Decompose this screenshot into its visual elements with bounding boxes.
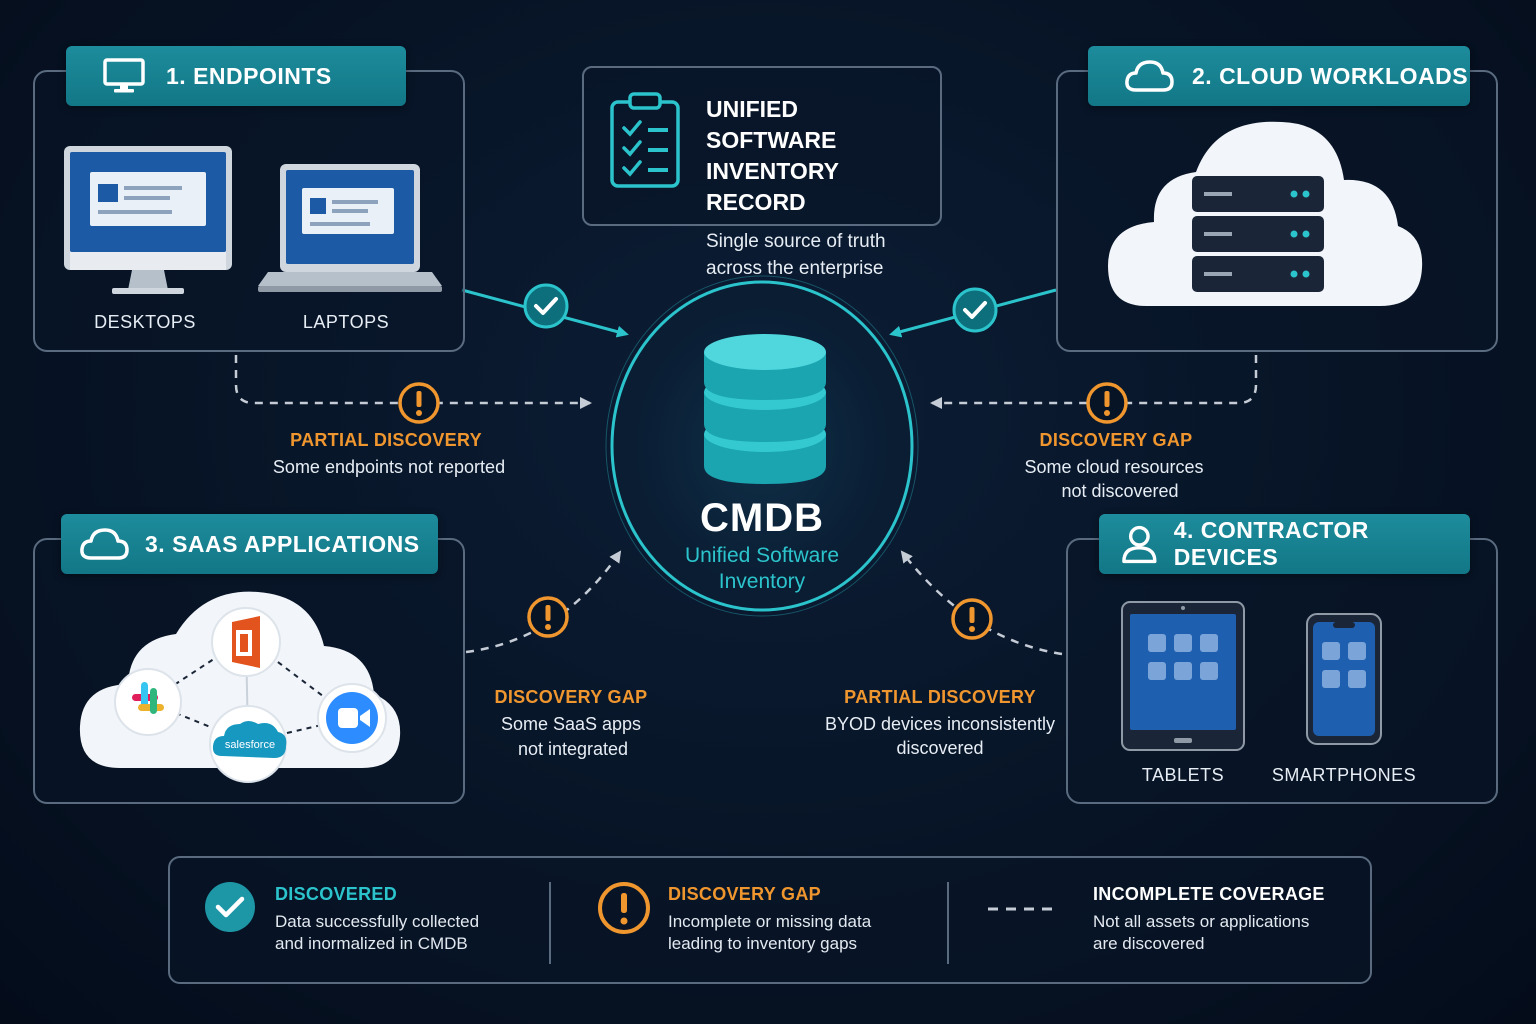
cloud-gap-line2: not discovered (1061, 481, 1179, 501)
saas-gap-line1: Some SaaS apps (500, 714, 642, 734)
cmdb-subtitle-1: Unified Software (684, 544, 840, 567)
cloud-icon (80, 528, 129, 560)
slack-app-icon (114, 668, 182, 736)
legend-discovered-line1: Data successfully collected (275, 912, 480, 931)
database-icon (704, 334, 826, 484)
endpoints-header: 1. ENDPOINTS (66, 46, 406, 106)
salesforce-app-icon: salesforce (209, 705, 287, 783)
cloud-check-icon (952, 287, 998, 333)
endpoints-check-icon (523, 283, 569, 329)
cloud-warning-icon (1086, 382, 1128, 424)
legend-divider-2 (947, 882, 949, 964)
cmdb-title: CMDB (700, 496, 824, 540)
endpoints-title: 1. ENDPOINTS (166, 62, 332, 89)
dashed-line-icon (988, 907, 1060, 911)
zoom-app-icon (317, 683, 387, 753)
legend-incomplete-line2: are discovered (1093, 934, 1205, 953)
cloud-server-icon (1108, 121, 1423, 306)
clipboard-checklist-icon (610, 92, 680, 188)
tablet-icon (1121, 601, 1245, 751)
user-icon (1122, 525, 1157, 564)
laptop-icon (258, 164, 442, 292)
smartphone-icon (1306, 613, 1382, 745)
legend-discovered-title: DISCOVERED (275, 884, 398, 904)
legend-panel (168, 856, 1372, 984)
salesforce-label: salesforce (225, 739, 275, 751)
desktop-icon (64, 146, 232, 294)
contractor-header: 4. CONTRACTOR DEVICES (1099, 514, 1470, 574)
legend-incomplete-line1: Not all assets or applications (1093, 912, 1310, 931)
endpoints-gap-title: PARTIAL DISCOVERY (290, 430, 482, 450)
discovered-check-icon (205, 882, 255, 932)
endpoints-warning-icon (398, 382, 440, 424)
smartphones-label: SMARTPHONES (1271, 765, 1417, 785)
unified-record-title-2: INVENTORY RECORD (706, 158, 839, 215)
tablets-label: TABLETS (1141, 765, 1225, 785)
cloud-gap-title: DISCOVERY GAP (1039, 430, 1193, 450)
saas-gap-line2: not integrated (517, 739, 629, 759)
legend-incomplete-title: INCOMPLETE COVERAGE (1093, 884, 1325, 904)
legend-gap-title: DISCOVERY GAP (668, 884, 821, 904)
contractor-gap-title: PARTIAL DISCOVERY (844, 687, 1036, 707)
contractor-title: 4. CONTRACTOR DEVICES (1173, 517, 1369, 570)
legend-divider-1 (549, 882, 551, 964)
endpoints-dashed-connector (234, 355, 592, 409)
laptops-label: LAPTOPS (302, 312, 390, 332)
monitor-icon (103, 58, 145, 93)
contractor-gap-line1: BYOD devices inconsistently (824, 714, 1056, 734)
contractor-gap-line2: discovered (896, 738, 984, 758)
saas-title: 3. SAAS APPLICATIONS (145, 530, 420, 557)
legend-gap-line1: Incomplete or missing data (668, 912, 872, 931)
cloud-dashed-connector (930, 355, 1258, 409)
unified-record-subtitle-2: across the enterprise (706, 258, 884, 279)
cloud-icon (1125, 60, 1174, 92)
saas-header: 3. SAAS APPLICATIONS (61, 514, 438, 574)
office-app-icon (211, 607, 281, 677)
legend-discovered-line2: and inormalized in CMDB (275, 934, 468, 953)
legend-gap-line2: leading to inventory gaps (668, 934, 858, 953)
cloud-workloads-header: 2. CLOUD WORKLOADS (1088, 46, 1470, 106)
saas-cloud-illustration: salesforce (79, 591, 401, 783)
unified-record-panel (582, 66, 942, 226)
gap-warning-icon (598, 882, 650, 934)
contractor-warning-icon (951, 598, 993, 640)
cloud-workloads-title: 2. CLOUD WORKLOADS (1192, 62, 1469, 89)
unified-record-title-1: UNIFIED SOFTWARE (706, 96, 837, 153)
desktops-label: DESKTOPS (94, 312, 196, 332)
cmdb-subtitle-2: Inventory (718, 570, 806, 593)
endpoints-gap-text: Some endpoints not reported (272, 457, 506, 477)
saas-gap-title: DISCOVERY GAP (494, 687, 648, 707)
cloud-gap-line1: Some cloud resources (1024, 457, 1204, 477)
saas-warning-icon (527, 596, 569, 638)
unified-record-subtitle-1: Single source of truth (706, 231, 886, 252)
